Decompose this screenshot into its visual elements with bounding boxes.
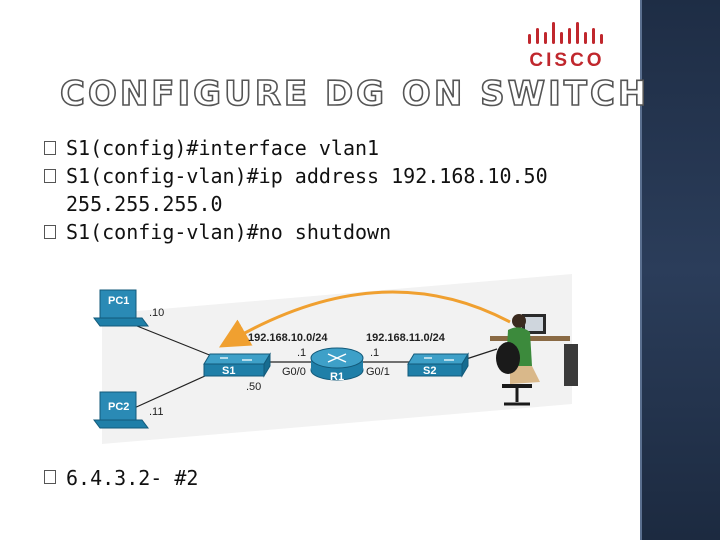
bullet-box-icon <box>44 225 56 239</box>
admin-user-icon <box>490 314 578 406</box>
r1-label: R1 <box>330 371 344 383</box>
bullet-box-icon <box>44 169 56 183</box>
cisco-logo-text: CISCO <box>529 50 605 71</box>
pc2-ip: .11 <box>149 406 163 418</box>
command-text: S1(config)#interface vlan1 <box>66 136 380 160</box>
pc2-icon <box>93 391 149 429</box>
command-list: S1(config)#interface vlan1 S1(config-vla… <box>44 134 624 246</box>
command-text: S1(config-vlan)#ip address 192.168.10.50 <box>66 164 548 188</box>
pc1-ip: .10 <box>149 307 164 319</box>
switch-s1-icon <box>203 352 271 378</box>
r1-left-ip: .1 <box>297 347 306 359</box>
list-item: S1(config)#interface vlan1 <box>44 134 624 162</box>
reference-text: 6.4.3.2- #2 <box>66 466 199 490</box>
list-item: S1(config-vlan)#no shutdown <box>44 218 624 246</box>
r1-right-interface: G0/1 <box>366 366 390 378</box>
list-item-footer: 6.4.3.2- #2 <box>44 466 198 490</box>
pc2-label: PC2 <box>108 401 129 413</box>
cisco-bars-icon <box>528 22 603 44</box>
network-left-label: 192.168.10.0/24 <box>248 332 328 344</box>
pc1-label: PC1 <box>108 295 129 307</box>
network-diagram: PC1 .10 PC2 .11 S1 .50 R1 .1 .1 G0/0 G0/… <box>93 274 578 444</box>
r1-left-interface: G0/0 <box>282 366 306 378</box>
pc1-icon <box>93 289 149 327</box>
s2-label: S2 <box>423 365 436 377</box>
s1-label: S1 <box>222 365 235 377</box>
list-item: S1(config-vlan)#ip address 192.168.10.50… <box>44 162 624 218</box>
command-text-continued: 255.255.255.0 <box>66 192 223 216</box>
network-right-label: 192.168.11.0/24 <box>366 332 446 344</box>
switch-s2-icon <box>407 352 469 378</box>
r1-right-ip: .1 <box>370 347 379 359</box>
command-text: S1(config-vlan)#no shutdown <box>66 220 392 244</box>
router-r1-icon <box>310 347 364 381</box>
path-arrow <box>218 290 511 348</box>
bullet-box-icon <box>44 141 56 155</box>
page-title: CONFIGURE DG ON SWITCH <box>59 73 650 115</box>
right-decorative-band <box>640 0 720 540</box>
cisco-logo: CISCO <box>522 20 612 74</box>
bullet-box-icon <box>44 470 56 484</box>
s1-ip: .50 <box>246 381 261 393</box>
